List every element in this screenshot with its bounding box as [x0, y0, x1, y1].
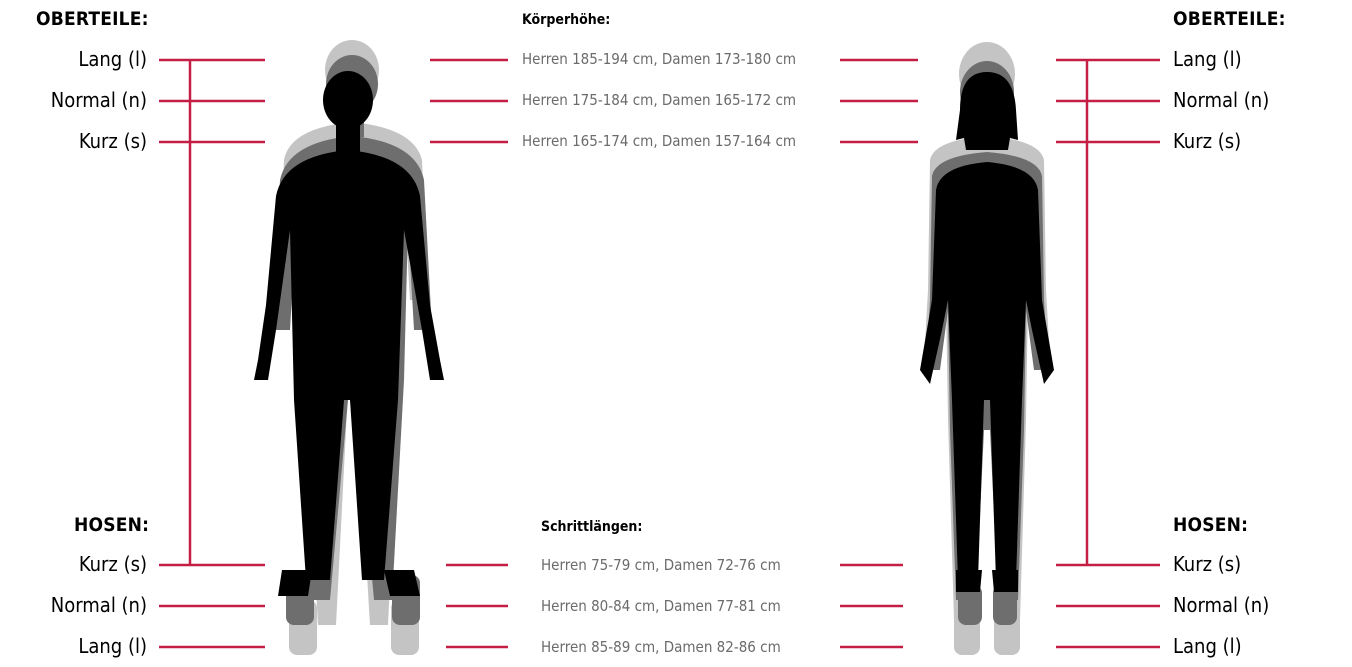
right-pants-heading: HOSEN: [1173, 514, 1248, 536]
right-pants-short: Kurz (s) [1173, 554, 1241, 574]
body-height-caption: Körperhöhe: [522, 12, 610, 28]
left-pants-short: Kurz (s) [0, 554, 147, 574]
inseam-row-normal: Herren 80-84 cm, Damen 77-81 cm [541, 599, 781, 614]
right-tops-heading: OBERTEILE: [1173, 8, 1286, 30]
body-height-row-normal: Herren 175-184 cm, Damen 165-172 cm [522, 93, 796, 108]
left-bracket [159, 60, 265, 647]
right-pants-long: Lang (l) [1173, 636, 1242, 656]
body-height-row-short: Herren 165-174 cm, Damen 157-164 cm [522, 134, 796, 149]
left-pants-normal: Normal (n) [0, 595, 147, 615]
right-tops-long: Lang (l) [1173, 49, 1242, 69]
body-height-row-long: Herren 185-194 cm, Damen 173-180 cm [522, 52, 796, 67]
right-tops-normal: Normal (n) [1173, 90, 1269, 110]
female-silhouette [920, 42, 1054, 655]
inseam-row-short: Herren 75-79 cm, Damen 72-76 cm [541, 558, 781, 573]
right-tops-short: Kurz (s) [1173, 131, 1241, 151]
left-pants-heading: HOSEN: [74, 514, 149, 536]
inseam-caption: Schrittlängen: [541, 519, 642, 535]
right-bracket [1056, 60, 1160, 647]
right-pants-normal: Normal (n) [1173, 595, 1269, 615]
left-tops-long: Lang (l) [0, 49, 147, 69]
male-silhouette [254, 40, 444, 655]
left-tops-heading: OBERTEILE: [36, 8, 149, 30]
left-pants-long: Lang (l) [0, 636, 147, 656]
left-tops-short: Kurz (s) [0, 131, 147, 151]
inseam-row-long: Herren 85-89 cm, Damen 82-86 cm [541, 640, 781, 655]
left-tops-normal: Normal (n) [0, 90, 147, 110]
